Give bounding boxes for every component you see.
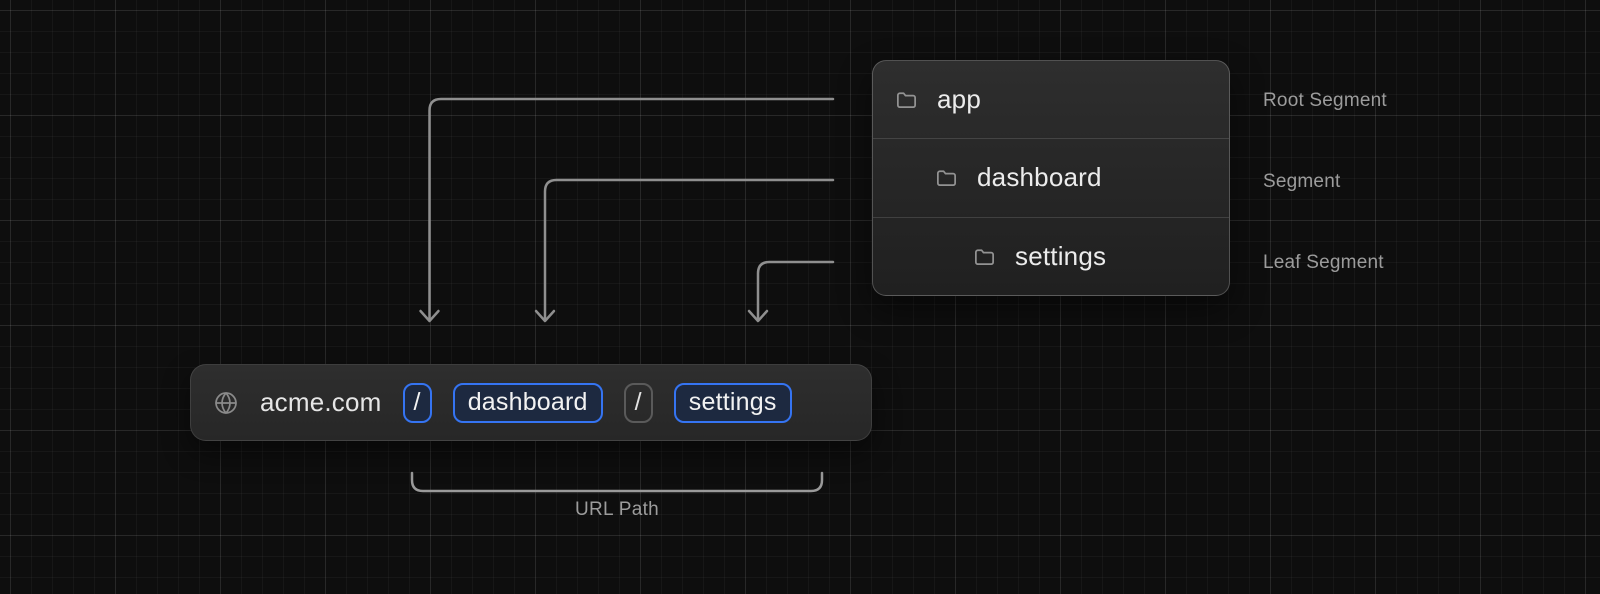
folder-row-app: app [873, 61, 1229, 138]
folder-name: settings [1015, 240, 1107, 271]
url-path-bracket [410, 471, 824, 493]
arrow-segment-head [534, 309, 556, 323]
arrow-leaf-segment-head [747, 309, 769, 323]
url-segment-dashboard: dashboard [452, 382, 603, 423]
url-segment-settings: settings [673, 382, 792, 423]
annotation-leaf-segment: Leaf Segment [1263, 252, 1384, 273]
folder-tree-panel: app dashboard settings [872, 60, 1230, 296]
folder-name: dashboard [977, 162, 1102, 193]
folder-row-settings: settings [873, 216, 1229, 295]
annotation-root-segment: Root Segment [1263, 90, 1387, 111]
arrow-segment [543, 178, 835, 322]
arrow-root-segment-head [419, 309, 440, 323]
url-domain: acme.com [260, 387, 382, 417]
folder-icon [935, 166, 958, 189]
annotation-segment: Segment [1263, 171, 1341, 192]
url-bar: acme.com / dashboard / settings [190, 364, 872, 441]
folder-row-dashboard: dashboard [873, 138, 1229, 216]
globe-icon [213, 390, 239, 416]
arrow-leaf-segment [756, 260, 835, 322]
folder-icon [973, 245, 996, 268]
arrow-root-segment [428, 97, 835, 322]
url-segment-root: / [402, 382, 432, 423]
folder-icon [895, 88, 918, 111]
url-path-caption: URL Path [574, 499, 660, 520]
folder-name: app [937, 84, 981, 115]
url-separator-slash: / [623, 382, 653, 423]
